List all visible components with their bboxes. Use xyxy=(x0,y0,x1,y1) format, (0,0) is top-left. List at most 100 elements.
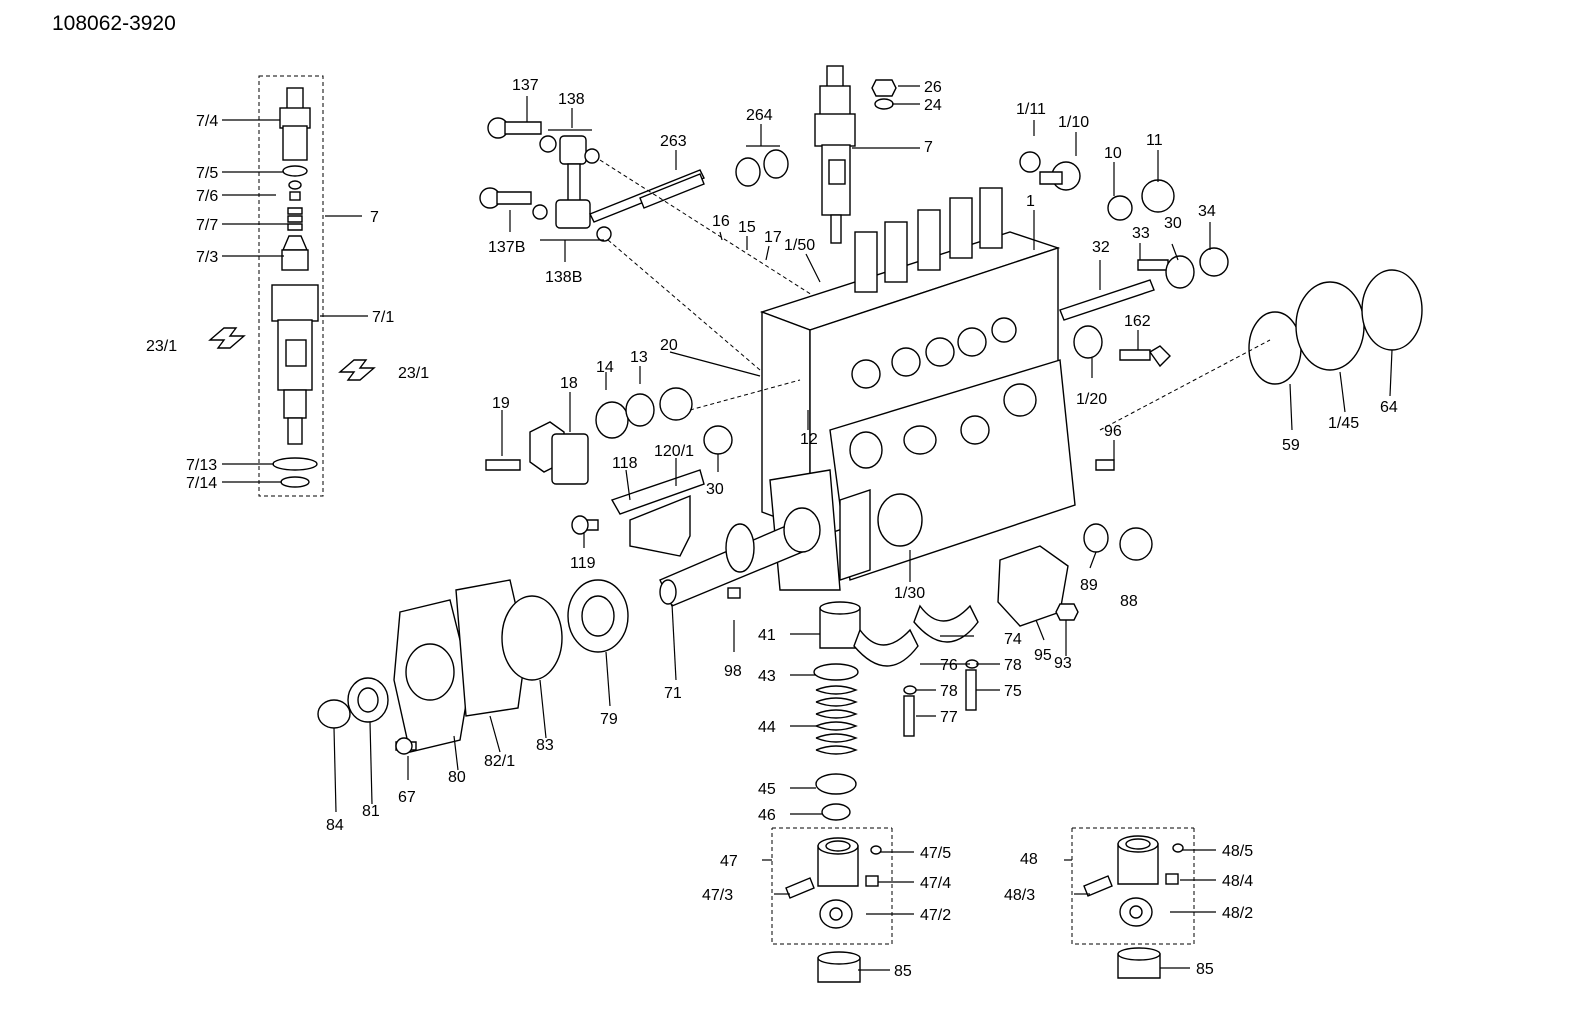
callout-64: 64 xyxy=(1380,399,1398,416)
callout-71: 71 xyxy=(664,685,682,702)
callout-75: 75 xyxy=(1004,683,1022,700)
callout-30-right: 30 xyxy=(1164,215,1182,232)
leader-lines xyxy=(222,85,1393,971)
callout-84: 84 xyxy=(326,817,344,834)
callout-44: 44 xyxy=(758,719,776,736)
callout-48-5: 48/5 xyxy=(1222,843,1253,860)
callout-263: 263 xyxy=(660,133,687,150)
callout-76: 76 xyxy=(940,657,958,674)
callout-88: 88 xyxy=(1120,593,1138,610)
callout-48: 48 xyxy=(1020,851,1038,868)
callout-78-b: 78 xyxy=(940,683,958,700)
callout-77: 77 xyxy=(940,709,958,726)
callout-47-4: 47/4 xyxy=(920,875,951,892)
callout-1-45: 1/45 xyxy=(1328,415,1359,432)
callout-19: 19 xyxy=(492,395,510,412)
callout-120-1: 120/1 xyxy=(654,443,694,460)
callout-13: 13 xyxy=(630,349,648,366)
callout-7-1: 7/1 xyxy=(372,309,394,326)
callout-96: 96 xyxy=(1104,423,1122,440)
callout-7-13: 7/13 xyxy=(186,457,217,474)
callout-48-4: 48/4 xyxy=(1222,873,1253,890)
callout-23-1-b: 23/1 xyxy=(398,365,429,382)
diagram-title: 108062-3920 xyxy=(52,12,176,35)
callout-48-2: 48/2 xyxy=(1222,905,1253,922)
callout-7-5: 7/5 xyxy=(196,165,218,182)
callout-85-b: 85 xyxy=(1196,961,1214,978)
callout-11: 11 xyxy=(1146,132,1163,149)
callout-59: 59 xyxy=(1282,437,1300,454)
callout-7-14: 7/14 xyxy=(186,475,217,492)
callout-7-7: 7/7 xyxy=(196,217,218,234)
callout-98: 98 xyxy=(724,663,742,680)
callout-1-10: 1/10 xyxy=(1058,114,1089,131)
callout-labels: 7/4 7/5 7/6 7/7 7/3 7 7/1 23/1 23/1 7/13… xyxy=(146,77,1398,980)
callout-7-3: 7/3 xyxy=(196,249,218,266)
injector-assembly-detail xyxy=(208,75,376,497)
callout-67: 67 xyxy=(398,789,416,806)
callout-1-30: 1/30 xyxy=(894,585,925,602)
right-side-parts xyxy=(997,151,1423,627)
callout-7: 7 xyxy=(370,209,379,226)
tappet-assembly-48 xyxy=(1071,827,1195,979)
callout-264: 264 xyxy=(746,107,773,124)
callout-78-a: 78 xyxy=(1004,657,1022,674)
callout-18: 18 xyxy=(560,375,578,392)
callout-17: 17 xyxy=(764,229,782,246)
callout-47: 47 xyxy=(720,853,738,870)
callout-10: 10 xyxy=(1104,145,1122,162)
callout-89: 89 xyxy=(1080,577,1098,594)
callout-48-3: 48/3 xyxy=(1004,887,1035,904)
delivery-line-parts xyxy=(479,117,821,371)
callout-83: 83 xyxy=(536,737,554,754)
tappet-assembly-47 xyxy=(771,827,893,983)
callout-47-3: 47/3 xyxy=(702,887,733,904)
callout-1-11: 1/11 xyxy=(1016,101,1046,118)
callout-24: 24 xyxy=(924,97,942,114)
callout-23-1-a: 23/1 xyxy=(146,338,177,355)
callout-138b: 138B xyxy=(545,269,582,286)
tappet-stack xyxy=(813,601,979,821)
callout-80: 80 xyxy=(448,769,466,786)
callout-95: 95 xyxy=(1034,647,1052,664)
callout-119: 119 xyxy=(570,555,596,572)
callout-33: 33 xyxy=(1132,225,1150,242)
pump-housing xyxy=(759,187,1076,591)
governor-parts xyxy=(485,379,801,557)
callout-45: 45 xyxy=(758,781,776,798)
front-flange-parts xyxy=(317,579,629,755)
callout-7-top: 7 xyxy=(924,139,933,156)
callout-41: 41 xyxy=(758,627,776,644)
callout-20: 20 xyxy=(660,337,678,354)
callout-12: 12 xyxy=(800,431,818,448)
callout-118: 118 xyxy=(612,455,638,472)
callout-26: 26 xyxy=(924,79,942,96)
callout-74: 74 xyxy=(1004,631,1022,648)
callout-47-2: 47/2 xyxy=(920,907,951,924)
callout-43: 43 xyxy=(758,668,776,685)
camshaft xyxy=(659,507,821,607)
callout-16: 16 xyxy=(712,213,730,230)
callout-34: 34 xyxy=(1198,203,1216,220)
callout-7-4: 7/4 xyxy=(196,113,218,130)
callout-30-left: 30 xyxy=(706,481,724,498)
callout-14: 14 xyxy=(596,359,614,376)
callout-137: 137 xyxy=(512,77,539,94)
callout-138: 138 xyxy=(558,91,585,108)
callout-32: 32 xyxy=(1092,239,1110,256)
callout-1-20: 1/20 xyxy=(1076,391,1107,408)
callout-82-1: 82/1 xyxy=(484,753,515,770)
callout-1-50: 1/50 xyxy=(784,237,815,254)
callout-47-5: 47/5 xyxy=(920,845,951,862)
injector-7 xyxy=(814,65,897,244)
callout-162: 162 xyxy=(1124,313,1151,330)
callout-137b: 137B xyxy=(488,239,525,256)
callout-81: 81 xyxy=(362,803,380,820)
callout-15: 15 xyxy=(738,219,756,236)
callout-1: 1 xyxy=(1026,193,1035,210)
callout-46: 46 xyxy=(758,807,776,824)
callout-85-a: 85 xyxy=(894,963,912,980)
callout-79: 79 xyxy=(600,711,618,728)
callout-7-6: 7/6 xyxy=(196,188,218,205)
